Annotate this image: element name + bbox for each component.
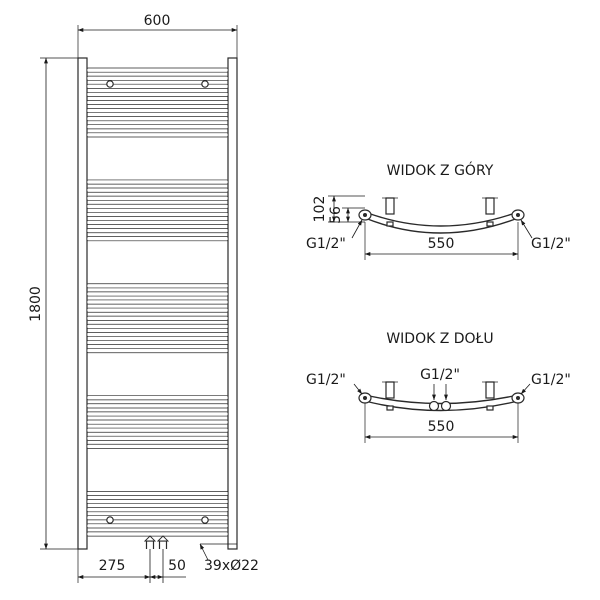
horizontal-tube	[86, 348, 229, 354]
front-view: 600 1800	[28, 13, 259, 583]
horizontal-tube	[86, 100, 229, 105]
horizontal-tube	[86, 132, 229, 138]
horizontal-tube	[86, 332, 229, 337]
horizontal-tube	[86, 315, 229, 321]
horizontal-tube	[86, 419, 229, 425]
horizontal-tube	[86, 83, 229, 89]
horizontal-tube	[86, 340, 229, 346]
bottom-bracket-right	[485, 381, 495, 399]
wall-brackets	[106, 80, 209, 524]
top-right-connector-label: G1/2"	[531, 236, 571, 252]
horizontal-tube	[86, 435, 229, 441]
horizontal-tube	[86, 403, 229, 409]
horizontal-tube	[86, 531, 229, 537]
horizontal-tube	[86, 515, 229, 521]
tubes-leader: 39xØ22	[199, 543, 259, 574]
left-offset-label: 275	[99, 558, 126, 574]
depth-inner-label: 56	[328, 206, 344, 224]
horizontal-tube	[86, 75, 229, 81]
top-left-connector-label: G1/2"	[306, 236, 346, 252]
horizontal-tube	[86, 203, 229, 209]
top-bracket-left	[385, 197, 395, 215]
bottom-center-connector-right	[440, 400, 452, 412]
horizontal-tube	[86, 395, 229, 401]
horizontal-tube	[86, 499, 229, 505]
horizontal-tube	[86, 443, 229, 449]
bracket-bottom-left	[106, 516, 114, 524]
height-dimension: 1800	[28, 57, 78, 550]
connector-left	[145, 540, 155, 549]
right-collector-pipe	[227, 57, 238, 550]
horizontal-tube	[86, 211, 229, 217]
width-label: 600	[144, 13, 171, 29]
horizontal-tube	[86, 220, 229, 225]
bottom-view: WIDOK Z DOŁU G1/2" G1/2" G1/2" 550	[306, 331, 571, 443]
horizontal-tube	[86, 523, 229, 529]
horizontal-tube	[86, 491, 229, 496]
horizontal-tube	[86, 67, 229, 73]
horizontal-tube	[86, 291, 229, 297]
horizontal-tube	[86, 228, 229, 234]
horizontal-tube	[86, 195, 229, 201]
horizontal-tube	[86, 299, 229, 305]
horizontal-tube	[86, 507, 229, 513]
width-dimension: 600	[77, 13, 238, 58]
horizontal-tube	[86, 124, 229, 130]
top-view-title: WIDOK Z GÓRY	[387, 161, 494, 179]
bottom-dimensions: 275 50	[77, 549, 186, 583]
horizontal-tube	[86, 116, 229, 122]
horizontal-tube	[86, 187, 229, 193]
horizontal-tube	[86, 108, 229, 114]
top-view: WIDOK Z GÓRY 102 56 G1/2" G1/2"	[306, 161, 571, 260]
bracket-top-left	[106, 80, 114, 88]
tubes-label: 39xØ22	[204, 558, 259, 574]
top-width-label: 550	[428, 236, 455, 252]
bottom-left-connector-label: G1/2"	[306, 372, 346, 388]
top-bracket-right	[485, 197, 495, 215]
height-label: 1800	[28, 286, 44, 322]
bottom-center-connector-label: G1/2"	[420, 367, 460, 383]
bottom-center-connector-left	[428, 400, 440, 412]
horizontal-tube	[86, 323, 229, 329]
bracket-bottom-right	[201, 516, 209, 524]
horizontal-tubes	[86, 67, 229, 537]
horizontal-tube	[86, 411, 229, 417]
bracket-top-right	[201, 80, 209, 88]
horizontal-tube	[86, 427, 229, 433]
bottom-right-connector-label: G1/2"	[531, 372, 571, 388]
bottom-view-title: WIDOK Z DOŁU	[386, 331, 493, 347]
horizontal-tube	[86, 91, 229, 97]
horizontal-tube	[86, 307, 229, 313]
connector-spacing-label: 50	[168, 558, 186, 574]
bottom-connectors	[143, 535, 170, 583]
horizontal-tube	[86, 236, 229, 242]
left-collector-pipe	[77, 57, 88, 550]
connector-right	[158, 540, 168, 549]
horizontal-tube	[86, 179, 229, 185]
depth-outer-label: 102	[312, 196, 328, 223]
bottom-bracket-left	[385, 381, 395, 399]
horizontal-tube	[86, 283, 229, 289]
bottom-width-label: 550	[428, 419, 455, 435]
